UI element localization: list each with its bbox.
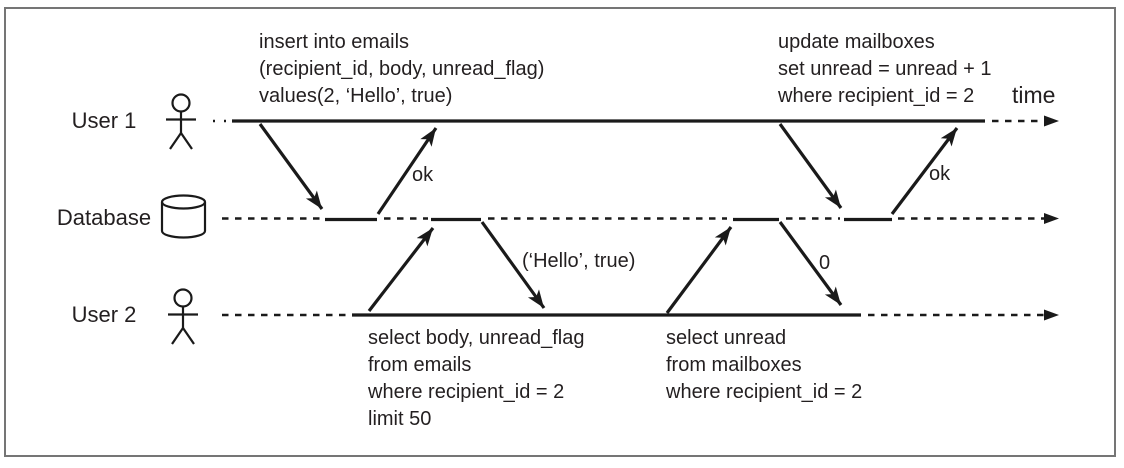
database-timeline [222, 213, 1059, 224]
update-response-label: ok [929, 163, 951, 185]
user1-timeline [213, 115, 1059, 127]
label-line: where recipient_id = 2 [778, 85, 975, 107]
label-line: from mailboxes [666, 354, 802, 376]
select-emails-response-label: (‘Hello’, true) [522, 250, 636, 272]
select-mailboxes-response-label: 0 [819, 252, 831, 274]
label-line: update mailboxes [778, 31, 935, 53]
actor-label-user1: User 1 [71, 108, 137, 133]
select-mailboxes-response-arrow [778, 221, 843, 306]
actor-label-database: Database [56, 205, 152, 230]
actor-label-user2: User 2 [71, 302, 137, 327]
label-line: limit 50 [368, 408, 432, 430]
select-emails-query-label: select body, unread_flag from emails whe… [368, 325, 584, 433]
insert-query-label: insert into emails (recipient_id, body, … [259, 29, 544, 110]
update-response-arrow [890, 127, 959, 215]
insert-response-arrow [376, 127, 438, 215]
user2-timeline [222, 309, 1059, 321]
update-request-arrow [778, 123, 843, 209]
insert-request-arrow [258, 123, 324, 210]
update-query-label: update mailboxes set unread = unread + 1… [778, 29, 992, 110]
select-emails-request-arrow [367, 227, 435, 312]
time-axis-label: time [1012, 82, 1056, 108]
label-line: where recipient_id = 2 [368, 381, 565, 403]
label-line: select unread [666, 327, 787, 349]
select-mailboxes-request-arrow [665, 226, 733, 314]
select-mailboxes-query-label: select unread from mailboxes where recip… [666, 325, 862, 406]
person-icon [168, 288, 198, 345]
label-line: where recipient_id = 2 [666, 381, 863, 403]
person-icon [166, 93, 196, 150]
user1-timeline-arrowhead [1044, 115, 1059, 127]
user2-timeline-arrowhead [1044, 309, 1059, 321]
label-line: (recipient_id, body, unread_flag) [259, 58, 545, 80]
label-line: set unread = unread + 1 [778, 58, 992, 80]
figure-border [4, 7, 1116, 457]
database-timeline-arrowhead [1044, 213, 1059, 224]
select-emails-response-arrow [480, 221, 546, 309]
insert-response-label: ok [412, 164, 434, 186]
label-line: select body, unread_flag [368, 327, 585, 349]
label-line: from emails [368, 354, 472, 376]
label-line: values(2, ‘Hello’, true) [259, 85, 453, 107]
database-cylinder-icon [160, 194, 207, 239]
label-line: insert into emails [259, 31, 410, 53]
